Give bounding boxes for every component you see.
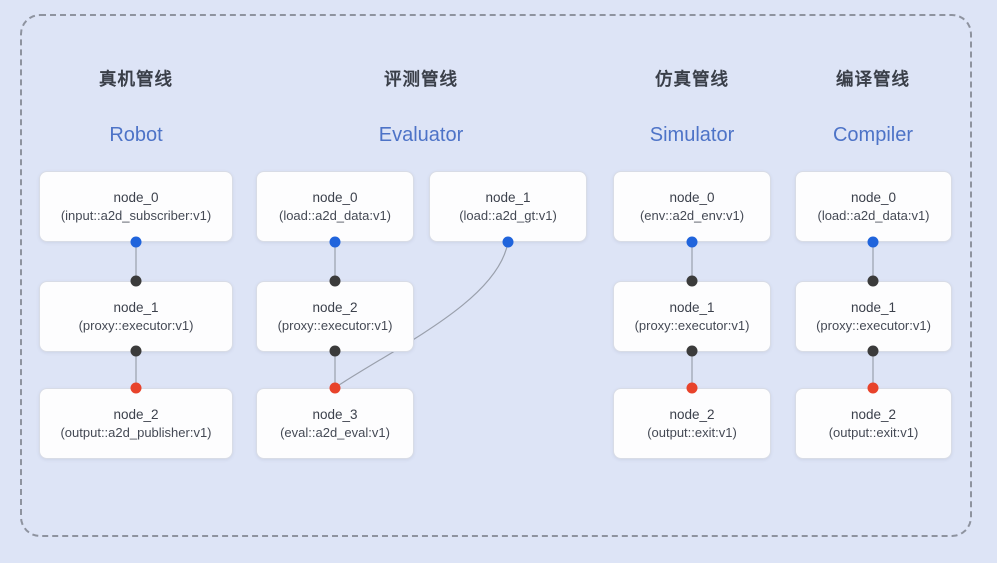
node-type: (proxy::executor:v1)	[78, 318, 194, 333]
node-name: node_1	[669, 300, 715, 315]
node-name: node_1	[485, 190, 531, 205]
node-type: (load::a2d_gt:v1)	[459, 208, 557, 223]
node-type: (output::a2d_publisher:v1)	[60, 425, 212, 440]
pipeline-title-en-simulator: Simulator	[649, 124, 735, 146]
node-name: node_2	[113, 407, 159, 422]
node-type: (proxy::executor:v1)	[816, 318, 931, 333]
node-type: (output::exit:v1)	[647, 425, 737, 440]
node-evaluator-2[interactable]: node_2 (proxy::executor:v1)	[256, 281, 414, 352]
pipeline-title-zh-robot: 真机管线	[99, 69, 173, 89]
node-name: node_0	[113, 190, 159, 205]
node-type: (env::a2d_env:v1)	[639, 208, 745, 223]
node-name: node_0	[312, 190, 358, 205]
node-name: node_3	[312, 407, 358, 422]
node-name: node_1	[850, 300, 897, 315]
pipeline-title-zh-simulator: 仿真管线	[655, 69, 729, 89]
node-type: (proxy::executor:v1)	[634, 318, 750, 333]
pipeline-title-zh-compiler: 编译管线	[836, 69, 910, 89]
node-name: node_2	[850, 407, 897, 422]
node-type: (eval::a2d_eval:v1)	[280, 425, 390, 440]
node-compiler-2[interactable]: node_2 (output::exit:v1)	[795, 388, 952, 459]
dashed-frame	[20, 14, 972, 537]
node-name: node_2	[312, 300, 358, 315]
node-type: (output::exit:v1)	[828, 425, 919, 440]
pipeline-title-en-robot: Robot	[109, 124, 163, 146]
node-type: (input::a2d_subscriber:v1)	[60, 208, 212, 223]
node-name: node_0	[850, 190, 897, 205]
pipeline-title-en-compiler: Compiler	[832, 124, 914, 146]
node-type: (load::a2d_data:v1)	[278, 208, 392, 223]
node-evaluator-1[interactable]: node_1 (load::a2d_gt:v1)	[429, 171, 587, 242]
node-simulator-0[interactable]: node_0 (env::a2d_env:v1)	[613, 171, 771, 242]
node-robot-0[interactable]: node_0 (input::a2d_subscriber:v1)	[39, 171, 233, 242]
node-name: node_1	[113, 300, 159, 315]
node-evaluator-0[interactable]: node_0 (load::a2d_data:v1)	[256, 171, 414, 242]
pipeline-title-zh-evaluator: 评测管线	[384, 69, 458, 89]
node-compiler-1[interactable]: node_1 (proxy::executor:v1)	[795, 281, 952, 352]
node-robot-2[interactable]: node_2 (output::a2d_publisher:v1)	[39, 388, 233, 459]
node-simulator-2[interactable]: node_2 (output::exit:v1)	[613, 388, 771, 459]
pipeline-title-en-evaluator: Evaluator	[378, 124, 464, 146]
node-name: node_0	[669, 190, 715, 205]
node-name: node_2	[669, 407, 715, 422]
node-type: (load::a2d_data:v1)	[817, 208, 930, 223]
node-robot-1[interactable]: node_1 (proxy::executor:v1)	[39, 281, 233, 352]
node-evaluator-3[interactable]: node_3 (eval::a2d_eval:v1)	[256, 388, 414, 459]
node-type: (proxy::executor:v1)	[277, 318, 393, 333]
node-compiler-0[interactable]: node_0 (load::a2d_data:v1)	[795, 171, 952, 242]
node-simulator-1[interactable]: node_1 (proxy::executor:v1)	[613, 281, 771, 352]
